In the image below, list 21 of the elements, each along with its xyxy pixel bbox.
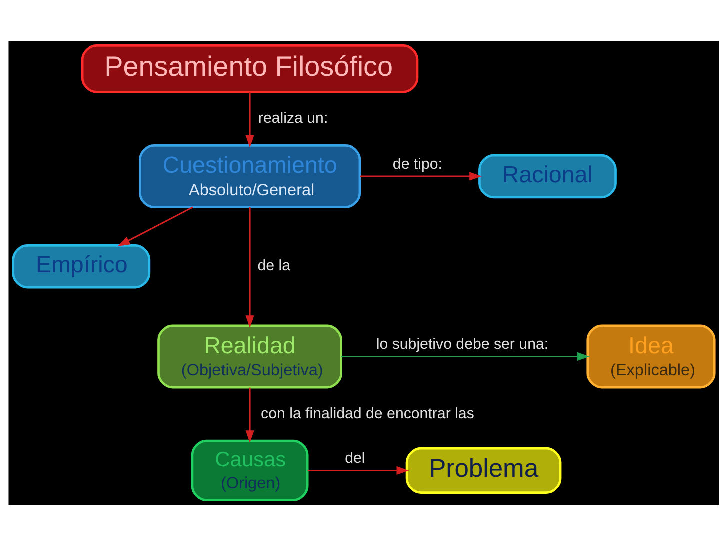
node-box: Pensamiento Filosófico [81, 44, 419, 94]
arrow [342, 352, 590, 362]
node-box: Cuestionamiento Absoluto/General [138, 144, 362, 208]
arrow [246, 388, 254, 443]
arrow [360, 172, 482, 181]
node-box: Problema [406, 447, 562, 494]
edge-label: de tipo: [392, 156, 442, 173]
node-box: Realidad (Objetiva/Subjetiva) [158, 324, 342, 389]
node-box: Causas (Origen) [191, 440, 309, 502]
arrow [118, 206, 194, 246]
node-box: Racional [478, 154, 617, 199]
node-box: Empírico [12, 244, 151, 289]
edge-label: realiza un: [258, 110, 328, 127]
edge-label: con la finalidad de encontrar las [261, 405, 474, 422]
edge-label: de la [258, 258, 290, 275]
edge-label: del [345, 450, 366, 468]
node-box: Idea (Explicable) [586, 324, 716, 389]
arrow [246, 92, 254, 148]
arrow [308, 466, 410, 476]
edge-label: lo subjetivo debe ser una: [376, 336, 549, 354]
arrow [246, 207, 254, 328]
